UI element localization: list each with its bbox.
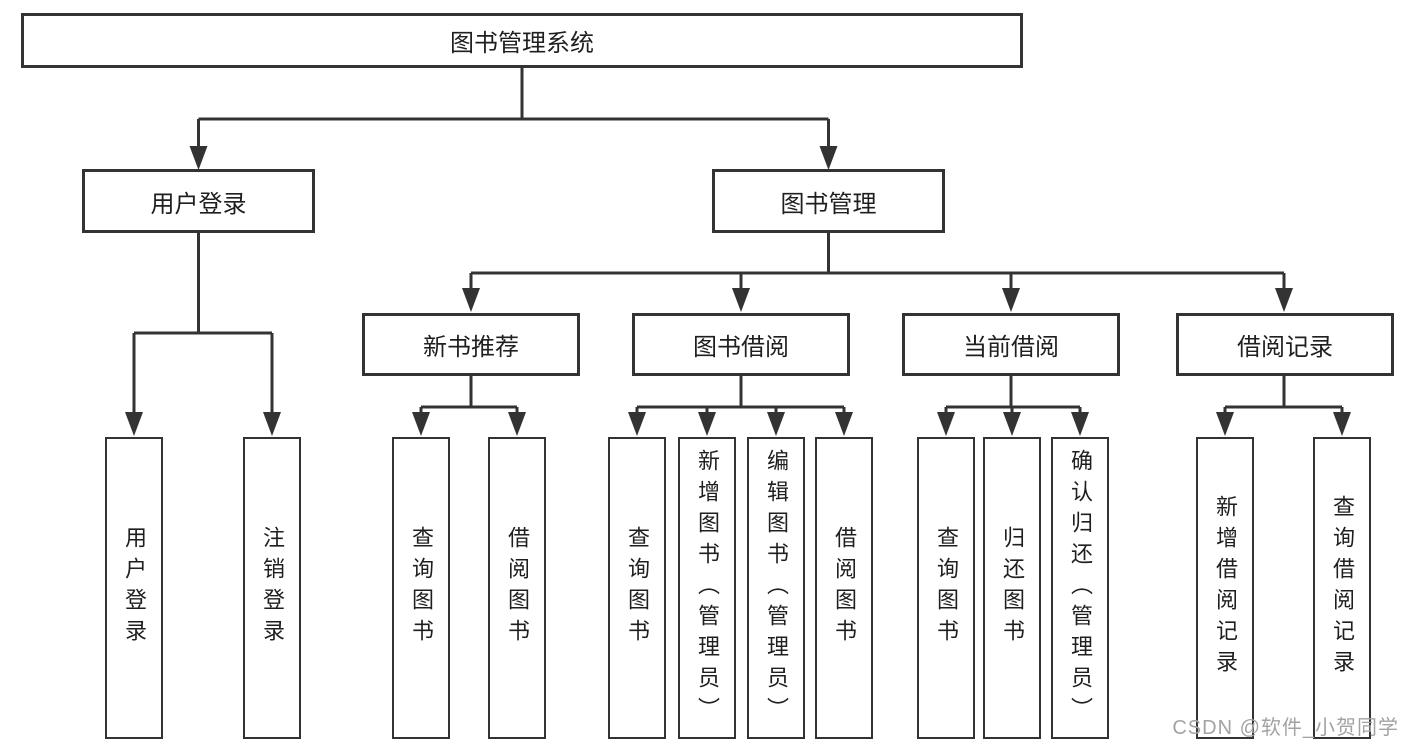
leaf-borrow-book-2-label: 借阅图书 xyxy=(832,526,857,650)
leaf-logout-label: 注销登录 xyxy=(260,526,285,650)
leaf-borrow-book-1: 借阅图书 xyxy=(488,437,546,739)
leaf-return-book: 归还图书 xyxy=(983,437,1041,739)
node-new-book-rec: 新书推荐 xyxy=(362,313,580,376)
leaf-user-login: 用户登录 xyxy=(105,437,163,739)
edges-root xyxy=(189,68,838,170)
node-user-login: 用户登录 xyxy=(82,169,315,233)
leaf-edit-book-admin-label: 编辑图书（管理员） xyxy=(764,448,789,728)
edges-new-book-rec xyxy=(412,376,526,436)
edges-borrow-record xyxy=(1216,376,1351,436)
node-user-login-label: 用户登录 xyxy=(150,190,247,218)
csdn-watermark: CSDN @软件_小贺同学 xyxy=(1172,717,1399,739)
leaf-borrow-book-1-label: 借阅图书 xyxy=(505,526,530,650)
leaf-query-book-3-label: 查询图书 xyxy=(934,526,959,650)
node-current-borrow: 当前借阅 xyxy=(902,313,1120,376)
node-book-borrow: 图书借阅 xyxy=(632,313,850,376)
leaf-add-book-admin-label: 新增图书（管理员） xyxy=(695,448,720,728)
edges-book-borrow xyxy=(628,376,853,436)
leaf-borrow-book-2: 借阅图书 xyxy=(815,437,873,739)
leaf-add-borrow-record-label: 新增借阅记录 xyxy=(1213,495,1238,681)
node-borrow-record-label: 借阅记录 xyxy=(1237,334,1333,361)
edges-user-login xyxy=(125,233,281,436)
leaf-add-book-admin: 新增图书（管理员） xyxy=(678,437,736,739)
node-root: 图书管理系统 xyxy=(21,13,1023,68)
leaf-user-login-label: 用户登录 xyxy=(122,526,147,650)
leaf-logout: 注销登录 xyxy=(243,437,301,739)
leaf-edit-book-admin: 编辑图书（管理员） xyxy=(747,437,805,739)
node-root-label: 图书管理系统 xyxy=(450,30,594,57)
node-book-mgmt: 图书管理 xyxy=(712,169,945,233)
node-current-borrow-label: 当前借阅 xyxy=(963,334,1059,361)
leaf-query-borrow-record-label: 查询借阅记录 xyxy=(1330,495,1355,681)
node-new-book-rec-label: 新书推荐 xyxy=(423,334,519,361)
leaf-query-book-2-label: 查询图书 xyxy=(625,526,650,650)
node-book-borrow-label: 图书借阅 xyxy=(693,334,789,361)
leaf-confirm-return-admin-label: 确认归还（管理员） xyxy=(1068,448,1093,728)
leaf-add-borrow-record: 新增借阅记录 xyxy=(1196,437,1254,739)
edges-current-borrow xyxy=(937,376,1089,436)
node-borrow-record: 借阅记录 xyxy=(1176,313,1394,376)
leaf-query-book-1-label: 查询图书 xyxy=(409,526,434,650)
leaf-query-book-2: 查询图书 xyxy=(608,437,666,739)
leaf-query-book-1: 查询图书 xyxy=(392,437,450,739)
leaf-confirm-return-admin: 确认归还（管理员） xyxy=(1051,437,1109,739)
edges-book-mgmt xyxy=(462,233,1293,312)
leaf-return-book-label: 归还图书 xyxy=(1000,526,1025,650)
leaf-query-borrow-record: 查询借阅记录 xyxy=(1313,437,1371,739)
leaf-query-book-3: 查询图书 xyxy=(917,437,975,739)
node-book-mgmt-label: 图书管理 xyxy=(780,190,877,218)
